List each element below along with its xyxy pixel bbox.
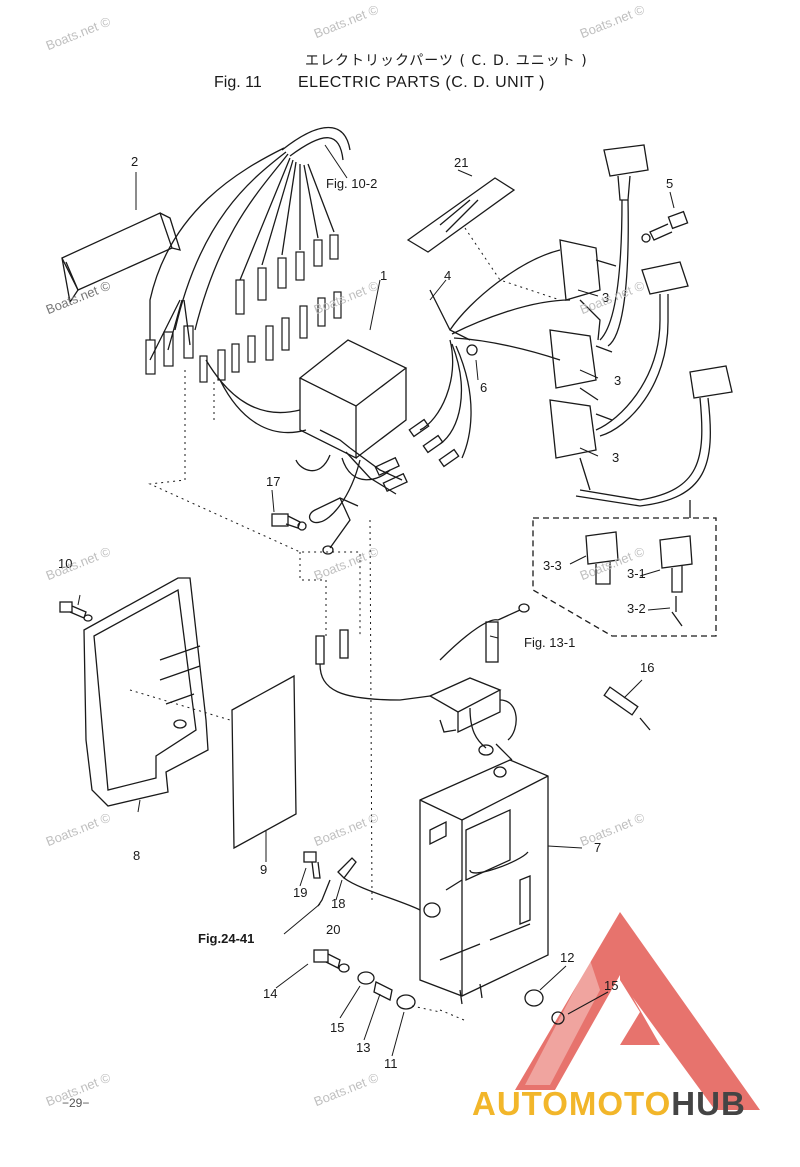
callout-12: 12 (560, 950, 575, 965)
harness-terminals-upper (145, 234, 342, 383)
callout-3-top: 3 (602, 290, 610, 305)
callout-3-3: 3-3 (543, 558, 562, 573)
callout-10: 10 (58, 556, 73, 571)
part-1-cd-unit (205, 339, 408, 481)
part-5-bolt (641, 210, 689, 243)
callout-3-1: 3-1 (627, 566, 646, 581)
part-2-bracket (61, 212, 181, 304)
part-9-sheet (231, 674, 297, 850)
figure-title: ELECTRIC PARTS (C. D. UNIT ) (298, 74, 545, 91)
brand-text-hub: HUB (671, 1085, 746, 1122)
callout-13: 13 (356, 1040, 371, 1055)
callout-1: 1 (380, 268, 388, 283)
cd-unit-lower-plugs (308, 447, 408, 555)
callout-8: 8 (133, 848, 141, 863)
part-10-screw (59, 601, 93, 622)
callout-6: 6 (480, 380, 488, 395)
callout-5: 5 (666, 176, 674, 191)
rectifier-regulator (315, 603, 530, 761)
parts-18-19-20 (303, 851, 421, 911)
brand-triangle-logo (515, 912, 760, 1110)
main-harness (149, 127, 351, 361)
callout-19: 19 (293, 885, 308, 900)
page-number: −29− (62, 1096, 90, 1110)
callout-18: 18 (331, 896, 346, 911)
brand-text-automoto: AUTOMOTO (472, 1085, 672, 1122)
part-7-mounting-bracket (419, 759, 549, 1005)
callout-16: 16 (640, 660, 655, 675)
callout-9: 9 (260, 862, 268, 877)
ref-fig-10-2: Fig. 10-2 (326, 176, 378, 191)
callout-15-left: 15 (330, 1020, 345, 1035)
part-8-cover (83, 577, 209, 807)
callout-15-right: 15 (604, 978, 619, 993)
leader-lines (77, 144, 675, 1057)
callout-7: 7 (594, 840, 602, 855)
part-21-label (406, 177, 516, 253)
ref-fig-13-1: Fig. 13-1 (524, 635, 576, 650)
callout-2: 2 (131, 154, 139, 169)
callout-4: 4 (444, 268, 452, 283)
callout-3-middle: 3 (614, 373, 622, 388)
parts-11-15 (313, 949, 565, 1025)
part-17-bolt (271, 513, 307, 531)
guide-lines (129, 227, 561, 1021)
part-4-wiring (408, 249, 571, 468)
callout-21: 21 (454, 155, 469, 170)
callout-20: 20 (326, 922, 341, 937)
callout-14: 14 (263, 986, 278, 1001)
figure-number: Fig. 11 (214, 74, 262, 91)
callout-17: 17 (266, 474, 281, 489)
callout-3-2: 3-2 (627, 601, 646, 616)
ref-fig-24-41: Fig.24-41 (198, 931, 255, 946)
callout-11: 11 (384, 1056, 398, 1071)
title-japanese: エレクトリックパーツ ( C. D. ユニット ) (305, 53, 588, 69)
inset-box-plug-caps (532, 500, 717, 637)
part-3-ignition-coils (549, 239, 617, 491)
spark-plug-caps (575, 144, 733, 507)
part-16-fuse (603, 686, 651, 731)
callout-3-bottom: 3 (612, 450, 620, 465)
brand-logo-text: AUTOMOTOHUB (472, 1085, 746, 1123)
